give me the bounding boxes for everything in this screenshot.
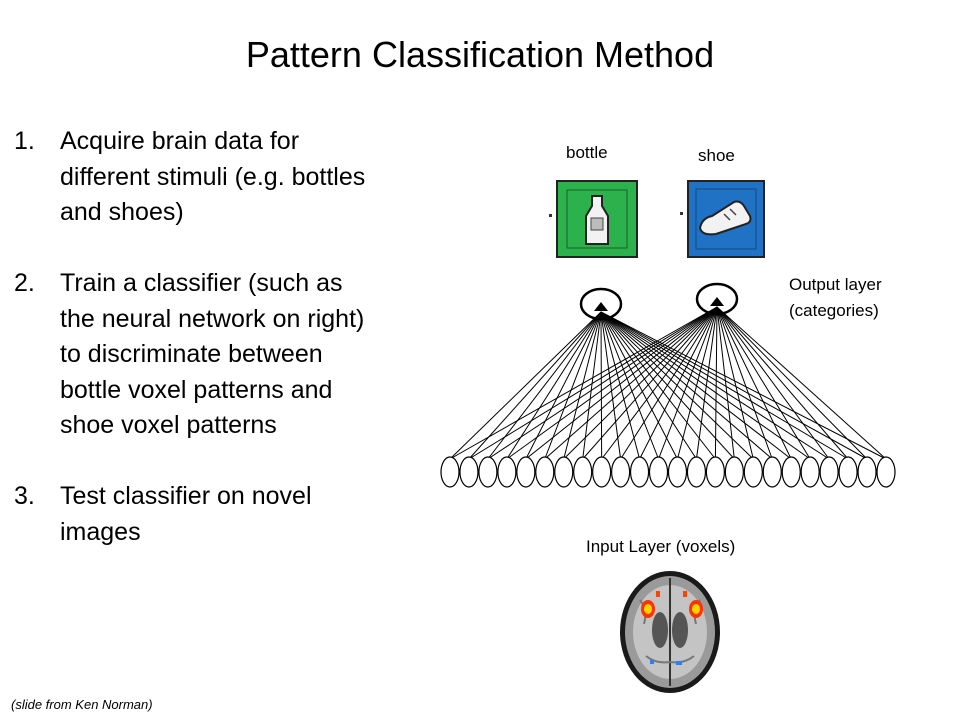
input-node [497, 456, 517, 488]
connection-line [716, 306, 887, 460]
connection-line [716, 306, 868, 460]
input-node [478, 456, 498, 488]
connection-line [716, 306, 754, 460]
input-node [762, 456, 782, 488]
step-text: Test classifier on novel images [60, 482, 312, 546]
step-list: 1. Acquire brain data for different stim… [14, 124, 384, 586]
step-number: 1. [14, 127, 35, 155]
input-node [857, 456, 877, 488]
connection-line [563, 311, 602, 460]
input-node [573, 456, 593, 488]
connection-line [487, 311, 602, 460]
input-node [724, 456, 744, 488]
connection-line [676, 306, 718, 460]
output-layer-label: Output layer [789, 275, 882, 294]
step-item: 3. Test classifier on novel images [14, 479, 384, 550]
connection-line [600, 311, 659, 460]
connection-line [620, 306, 718, 460]
connection-line [600, 311, 641, 460]
input-layer-label: Input Layer (voxels) [586, 537, 736, 556]
input-node [629, 456, 650, 488]
connection-line [582, 311, 602, 460]
connection-line [487, 306, 718, 460]
connection-line [716, 306, 849, 460]
output-node [695, 282, 739, 316]
connection-line [716, 306, 773, 460]
connection-line [716, 306, 830, 460]
connection-line [525, 306, 718, 460]
connection-line [639, 306, 718, 460]
connection-line [600, 311, 773, 460]
connection-line [506, 306, 718, 460]
connection-line [600, 311, 678, 460]
connection-line [582, 306, 718, 460]
input-node [440, 456, 460, 488]
connection-line [716, 306, 735, 460]
step-item: 2. Train a classifier (such as the neura… [14, 266, 384, 444]
output-layer-sublabel: (categories) [789, 301, 879, 320]
connection-line [658, 306, 718, 460]
connection-line [600, 311, 603, 460]
network-connections [449, 297, 887, 460]
connection-line [544, 311, 602, 460]
step-number: 2. [14, 269, 35, 297]
connection-line [600, 311, 735, 460]
input-node [648, 456, 669, 488]
connection-line [600, 311, 887, 460]
input-node [459, 456, 479, 488]
input-node [838, 456, 858, 488]
connection-line [506, 311, 602, 460]
connection-line [600, 311, 830, 460]
brain-scan-image [620, 571, 720, 693]
bottle-icon [549, 180, 638, 258]
bottle-label: bottle [566, 143, 608, 162]
shoe-icon [680, 180, 765, 258]
input-node [592, 456, 612, 488]
input-node [686, 456, 707, 488]
connection-line [600, 311, 811, 460]
connection-line [600, 311, 697, 460]
step-number: 3. [14, 482, 35, 510]
connection-line [563, 306, 718, 460]
input-node [535, 456, 555, 488]
connection-line [600, 311, 868, 460]
connection-line [716, 306, 811, 460]
output-node [579, 287, 623, 321]
connection-line [716, 306, 792, 460]
input-node [611, 456, 631, 488]
slide-credit: (slide from Ken Norman) [11, 697, 153, 712]
shoe-label: shoe [698, 146, 735, 165]
connection-line [600, 311, 716, 460]
step-text: Train a classifier (such as the neural n… [60, 269, 365, 439]
output-node-tip [594, 302, 608, 311]
output-node-tip [710, 297, 724, 306]
connection-line [468, 306, 718, 460]
input-node [876, 456, 896, 488]
input-node [554, 456, 574, 488]
input-node [667, 456, 688, 488]
connection-line [600, 311, 622, 460]
step-text: Acquire brain data for different stimuli… [60, 127, 366, 226]
input-node [743, 456, 763, 488]
input-layer-nodes [440, 456, 896, 488]
connection-line [695, 306, 718, 460]
connection-line [468, 311, 602, 460]
input-node [516, 456, 536, 488]
input-node [800, 456, 820, 488]
connection-line [600, 311, 849, 460]
step-item: 1. Acquire brain data for different stim… [14, 124, 384, 231]
input-node [819, 456, 839, 488]
connection-line [449, 311, 602, 460]
connection-line [600, 311, 754, 460]
connection-line [600, 311, 792, 460]
input-node [781, 456, 801, 488]
connection-line [544, 306, 718, 460]
connection-line [601, 306, 718, 460]
connection-line [714, 306, 718, 460]
input-node [705, 456, 725, 488]
slide-title: Pattern Classification Method [245, 34, 715, 75]
connection-line [525, 311, 602, 460]
